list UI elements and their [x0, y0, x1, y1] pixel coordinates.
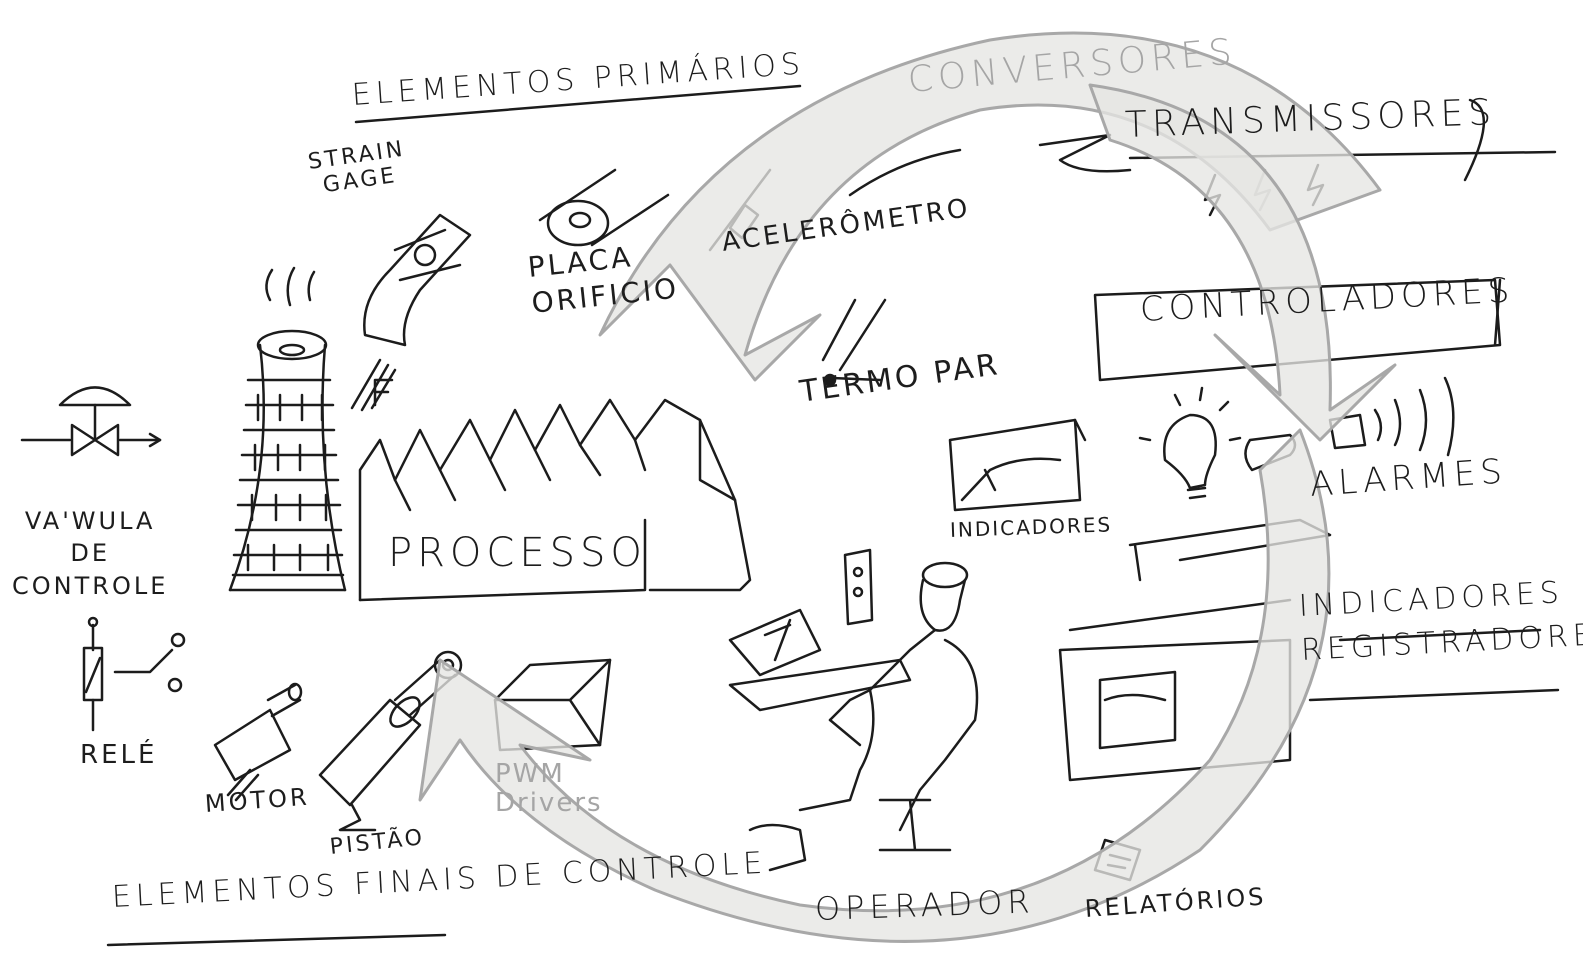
cycle-arrow-bottom [418, 428, 1331, 943]
orifice-plate-label: PLACA ORIFICIO [526, 240, 681, 321]
cooling-tower-icon [228, 266, 347, 592]
controller-box-icon [1093, 278, 1502, 382]
relay-label: RELÉ [80, 740, 158, 770]
indicators-underline [1338, 628, 1542, 642]
indicator-panel-icon [948, 418, 1087, 512]
motor-icon [213, 682, 303, 802]
process-label: PROCESSO [388, 530, 647, 576]
converter-squiggle [1038, 133, 1132, 173]
valve-icon [20, 386, 162, 457]
registers-underline [1308, 688, 1560, 702]
orifice-plate-icon [538, 168, 670, 247]
relay-icon [82, 616, 186, 732]
factory-icon [358, 398, 752, 602]
thermocouple-icon [821, 298, 887, 387]
strain-gage-icon [350, 213, 472, 412]
cycle-arrow-right [1088, 83, 1397, 442]
operator-desk-icon [728, 548, 912, 712]
control-valve-label: VA'WULA DE CONTROLE [12, 507, 169, 600]
cycle-arrows [418, 31, 1397, 943]
pwm-drivers-label: PWM Drivers [495, 759, 603, 818]
final-elements-underline [106, 933, 447, 947]
operator-label: OPERADOR [814, 882, 1036, 928]
lightbulb-icon [1138, 386, 1242, 500]
primary-elements-underline [354, 84, 802, 124]
transmitters-bracket [1463, 98, 1485, 182]
operator-figure-icon [748, 561, 979, 872]
indicators-registers-label: INDICADORES REGISTRADORES [1297, 575, 1583, 668]
